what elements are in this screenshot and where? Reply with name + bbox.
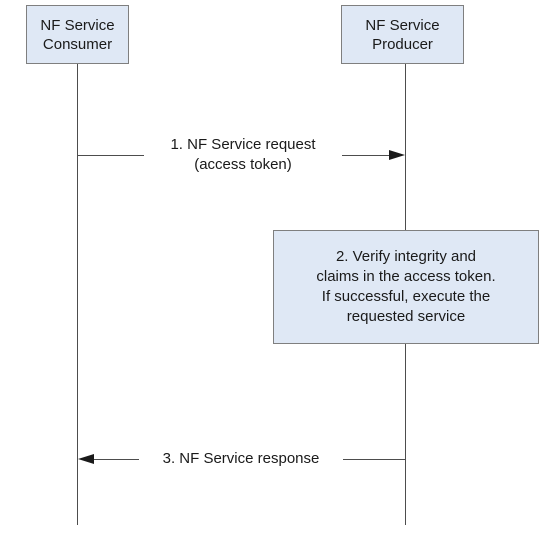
nf-service-producer-box: NF Service Producer bbox=[341, 5, 464, 64]
verify-line3: If successful, execute the bbox=[321, 288, 491, 305]
response-arrowhead bbox=[78, 454, 94, 464]
request-arrowhead bbox=[389, 150, 405, 160]
verify-line1: 2. Verify integrity and bbox=[335, 248, 477, 265]
verify-line4: requested service bbox=[346, 308, 466, 325]
verify-line2: claims in the access token. bbox=[316, 268, 496, 285]
consumer-label-line1: NF Service bbox=[40, 16, 115, 34]
verify-token-box: 2. Verify integrity and claims in the ac… bbox=[273, 230, 539, 344]
producer-label-line2: Producer bbox=[372, 35, 433, 53]
response-label: 3. NF Service response bbox=[139, 449, 343, 469]
consumer-lifeline bbox=[77, 63, 78, 525]
request-label-line1: 1. NF Service request bbox=[170, 136, 316, 153]
consumer-label-line2: Consumer bbox=[42, 35, 113, 53]
request-label-line2: (access token) bbox=[194, 156, 292, 173]
nf-service-consumer-box: NF Service Consumer bbox=[26, 5, 129, 64]
request-label: 1. NF Service request (access token) bbox=[144, 135, 342, 175]
producer-label-line1: NF Service bbox=[365, 16, 440, 34]
